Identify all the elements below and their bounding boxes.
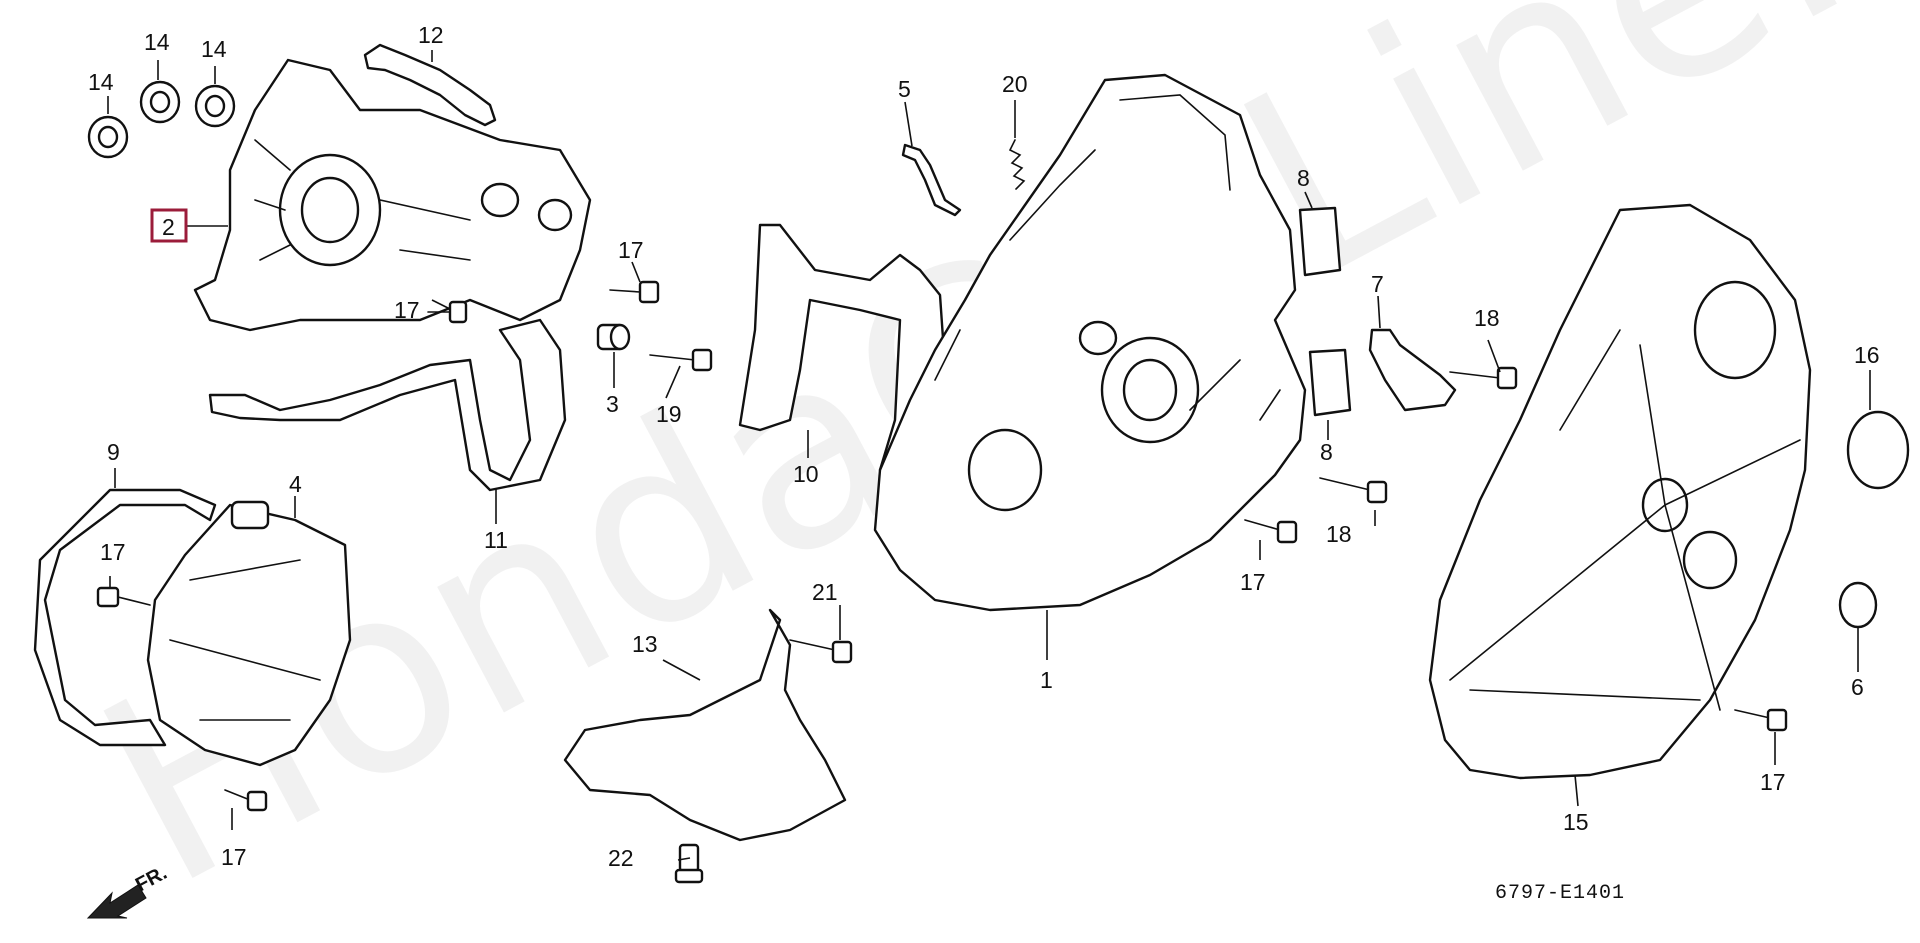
lower-cover-part-4 [146,500,352,767]
bolt-17-upper-left [427,300,468,324]
callout-3[interactable]: 3 [606,391,619,417]
clip-part-5 [901,143,962,217]
gasket-part-12 [363,43,497,127]
callout-14-left[interactable]: 14 [88,69,114,95]
seal-14-left [87,115,129,159]
callout-14-middle[interactable]: 14 [144,29,170,55]
sleeve-part-3 [596,323,631,351]
bolt-22 [674,843,704,884]
guard-part-13 [563,608,847,842]
callout-2-highlight [150,208,188,243]
front-direction-arrow: FR. [86,862,171,919]
cap-part-16 [1846,410,1910,490]
callout-22[interactable]: 22 [608,845,634,871]
callout-5[interactable]: 5 [898,76,911,102]
diagram-code: 6797-E1401 [1495,882,1625,905]
callout-17-a[interactable]: 17 [618,237,644,263]
seal-part-9 [33,488,217,747]
callout-17-b[interactable]: 17 [394,297,420,323]
callout-20[interactable]: 20 [1002,71,1028,97]
callout-8-upper[interactable]: 8 [1297,165,1310,191]
spring-part-20 [1008,139,1026,190]
callout-10[interactable]: 10 [793,461,819,487]
callout-21[interactable]: 21 [812,579,838,605]
gasket-part-10 [738,223,952,477]
bolt-18-lower [1319,477,1388,504]
callout-14-right[interactable]: 14 [201,36,227,62]
bolt-18-upper [1449,366,1518,390]
callout-4[interactable]: 4 [289,471,302,497]
callout-17-d[interactable]: 17 [221,844,247,870]
callout-12[interactable]: 12 [418,22,444,48]
callout-8-lower[interactable]: 8 [1320,439,1333,465]
callout-1[interactable]: 1 [1040,667,1053,693]
callout-18-b[interactable]: 18 [1326,521,1352,547]
callout-labels: 1 2 3 4 5 6 7 8 8 9 10 11 12 13 14 14 14… [88,22,1880,871]
callout-17-f[interactable]: 17 [1760,769,1786,795]
middle-cover-part-1 [873,73,1307,612]
callout-2[interactable]: 2 [162,214,175,240]
callout-7[interactable]: 7 [1371,271,1384,297]
outer-cover-part-15 [1428,203,1812,780]
gasket-part-11 [208,318,567,492]
seal-14-middle [139,80,181,124]
callout-16[interactable]: 16 [1854,342,1880,368]
bolt-17-mid-right [1244,519,1298,544]
bracket-part-7 [1368,328,1457,412]
callout-18-a[interactable]: 18 [1474,305,1500,331]
callout-15[interactable]: 15 [1563,809,1589,835]
callout-17-c[interactable]: 17 [100,539,126,565]
inner-cover-part-2 [193,58,592,332]
bolt-17-left-upper [96,586,151,608]
seal-14-right [194,84,236,128]
callout-13[interactable]: 13 [632,631,658,657]
callout-9[interactable]: 9 [107,439,120,465]
bolt-17-right-lower [1734,708,1788,732]
pad-part-8-lower [1308,348,1352,417]
bolt-21 [789,639,853,664]
callout-6[interactable]: 6 [1851,674,1864,700]
leader-lines [107,50,1871,861]
bolt-19 [649,348,713,372]
callout-19[interactable]: 19 [656,401,682,427]
callout-11[interactable]: 11 [484,527,508,553]
pad-part-8-upper [1298,206,1342,277]
callout-17-e[interactable]: 17 [1240,569,1266,595]
bolt-17-left-lower [224,789,268,812]
bolt-17-upper-mid [609,280,660,304]
cap-part-6 [1838,581,1878,629]
